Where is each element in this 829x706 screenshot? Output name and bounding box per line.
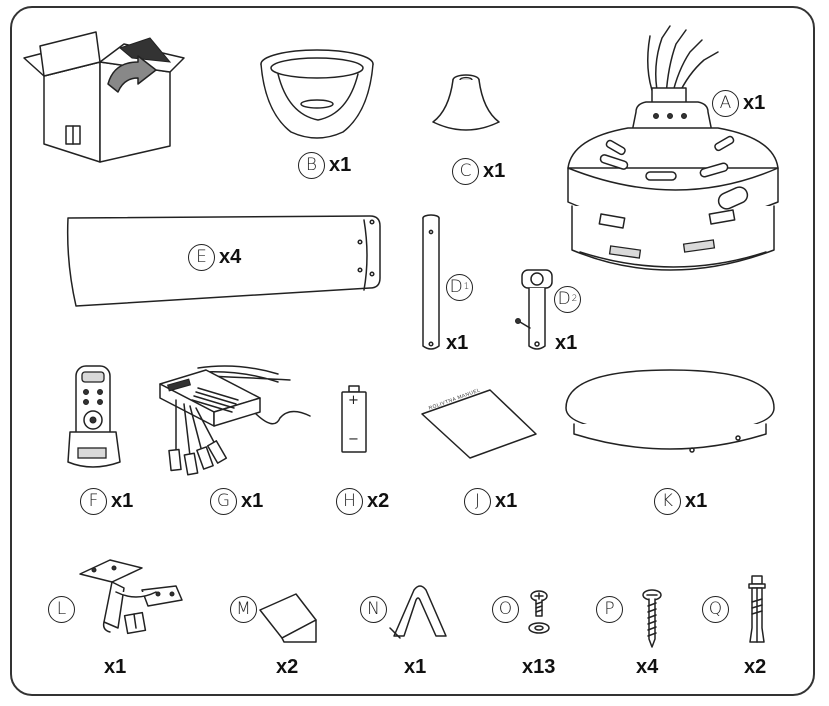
- part-a-quantity: x1: [743, 92, 766, 114]
- part-g-quantity: x1: [241, 490, 264, 512]
- part-a-letter: A: [712, 90, 739, 117]
- manual-drawing: [421, 389, 537, 459]
- part-o-letter: O: [492, 596, 519, 623]
- part-k-label: K x1: [654, 488, 707, 515]
- balancing-clip-drawing: [389, 585, 447, 639]
- part-l-label: L: [48, 596, 75, 623]
- part-q-letter: Q: [702, 596, 729, 623]
- battery-minus-sign: −: [348, 432, 359, 447]
- part-g-label: G x1: [210, 488, 263, 515]
- part-m-quantity: x2: [276, 656, 299, 678]
- battery-drawing: [341, 385, 367, 453]
- canopy-cover-drawing: [432, 74, 500, 131]
- part-m-letter: M: [230, 596, 257, 623]
- part-n-letter: N: [360, 596, 387, 623]
- part-m-label: M: [230, 596, 257, 623]
- open-box-icon: [23, 31, 185, 163]
- motor-housing-drawing: [567, 25, 779, 271]
- part-l-letter: L: [48, 596, 75, 623]
- part-p-label: P: [596, 596, 623, 623]
- part-q-label: Q: [702, 596, 729, 623]
- part-e-quantity: x4: [219, 246, 242, 268]
- part-f-label: F x1: [80, 488, 133, 515]
- part-k-letter: K: [654, 488, 681, 515]
- part-c-quantity: x1: [483, 160, 506, 182]
- part-k-quantity: x1: [685, 490, 708, 512]
- remote-control-drawing: [67, 365, 121, 468]
- receiver-drawing: [159, 365, 311, 476]
- wood-screw-drawing: [642, 589, 662, 648]
- part-q-quantity: x2: [744, 656, 767, 678]
- diagram-frame: [10, 6, 815, 696]
- part-b-quantity: x1: [329, 154, 352, 176]
- part-f-quantity: x1: [111, 490, 134, 512]
- part-f-letter: F: [80, 488, 107, 515]
- part-j-quantity: x1: [495, 490, 518, 512]
- part-o-quantity: x13: [522, 656, 556, 678]
- part-c-letter: C: [452, 158, 479, 185]
- part-h-label: H x2: [336, 488, 389, 515]
- part-l-quantity: x1: [104, 656, 127, 678]
- light-cover-drawing: [565, 369, 775, 453]
- downrod-drawing: [422, 214, 440, 350]
- part-h-quantity: x2: [367, 490, 390, 512]
- part-g-letter: G: [210, 488, 237, 515]
- part-e-letter: E: [188, 244, 215, 271]
- part-p-quantity: x4: [636, 656, 659, 678]
- balancing-kit-drawing: [259, 593, 317, 643]
- part-d2-quantity: x1: [555, 332, 578, 354]
- part-o-label: O: [492, 596, 519, 623]
- part-n-label: N: [360, 596, 387, 623]
- short-downrod-drawing: [515, 269, 553, 350]
- part-e-label: E x4: [188, 244, 241, 271]
- part-j-letter: J: [464, 488, 491, 515]
- part-d1-quantity: x1: [446, 332, 469, 354]
- part-h-letter: H: [336, 488, 363, 515]
- screw-washer-drawing: [528, 590, 550, 634]
- part-b-letter: B: [298, 152, 325, 179]
- part-p-letter: P: [596, 596, 623, 623]
- mounting-bracket-drawing: [79, 559, 183, 635]
- part-c-label: C x1: [452, 158, 505, 185]
- anchor-bolt-drawing: [748, 575, 766, 643]
- part-n-quantity: x1: [404, 656, 427, 678]
- battery-plus-sign: +: [348, 393, 359, 408]
- canopy-drawing: [260, 49, 374, 139]
- part-j-label: J x1: [464, 488, 517, 515]
- blade-drawing: [66, 215, 381, 307]
- part-b-label: B x1: [298, 152, 351, 179]
- part-a-label: A x1: [712, 90, 765, 117]
